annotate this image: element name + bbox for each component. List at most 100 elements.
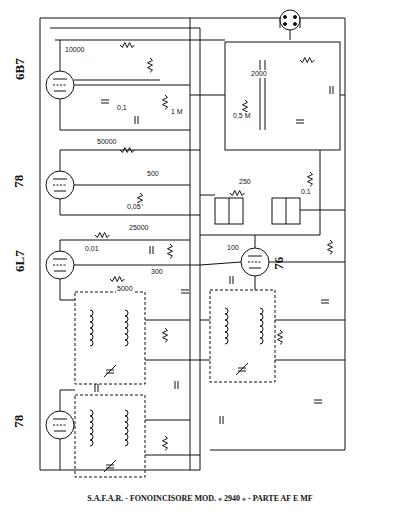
component-symbol bbox=[328, 240, 333, 254]
component-symbol bbox=[120, 148, 134, 153]
component-symbol bbox=[230, 191, 244, 196]
branch-wire bbox=[200, 320, 210, 321]
component-symbol bbox=[150, 246, 151, 254]
component-symbol bbox=[296, 123, 304, 124]
branch-wire bbox=[60, 390, 75, 391]
component-symbol bbox=[314, 400, 322, 401]
component-symbol bbox=[153, 246, 154, 254]
component-symbol bbox=[225, 308, 228, 344]
tube-type: 78 bbox=[12, 174, 26, 189]
component-symbol bbox=[104, 365, 116, 377]
component-symbol bbox=[236, 363, 248, 375]
component-symbol bbox=[110, 277, 124, 282]
branch-wire bbox=[60, 40, 61, 71]
component-symbol bbox=[54, 431, 66, 432]
branch-wire bbox=[74, 185, 190, 186]
component-symbol bbox=[135, 116, 136, 124]
bus-wire bbox=[190, 18, 191, 470]
branch-wire bbox=[60, 18, 345, 470]
branch-wire bbox=[200, 360, 210, 361]
if-transformer-shield bbox=[75, 395, 145, 477]
power-section bbox=[294, 16, 297, 19]
output-transformer bbox=[215, 198, 300, 224]
component-value: 0,1 bbox=[116, 104, 128, 112]
bus-wire bbox=[40, 18, 41, 470]
tube-envelope bbox=[46, 71, 74, 99]
component-value: 0,05 bbox=[126, 203, 142, 211]
bus-wire bbox=[210, 450, 345, 451]
component-symbol bbox=[175, 381, 176, 389]
output-transformer bbox=[229, 198, 230, 224]
component-value: 0,1 bbox=[300, 188, 312, 196]
component-symbol bbox=[230, 276, 231, 284]
component-symbol bbox=[101, 103, 109, 104]
component-symbol bbox=[138, 116, 139, 124]
branch-wire bbox=[74, 85, 190, 86]
branch-wire bbox=[340, 95, 345, 96]
branch-wire bbox=[60, 439, 61, 470]
component-symbol bbox=[53, 179, 67, 180]
component-symbol bbox=[168, 244, 173, 258]
component-symbol bbox=[53, 185, 67, 186]
output-transformer bbox=[215, 198, 243, 224]
component-symbol bbox=[163, 328, 168, 342]
branch-wire bbox=[145, 320, 190, 321]
branch-wire bbox=[300, 210, 345, 211]
branch-wire bbox=[200, 195, 215, 196]
branch-wire bbox=[190, 95, 225, 96]
component-symbol bbox=[248, 256, 262, 257]
branch-wire bbox=[60, 240, 61, 251]
bus-wire bbox=[40, 470, 200, 471]
branch-wire bbox=[60, 279, 61, 300]
power-section bbox=[225, 10, 340, 150]
component-symbol bbox=[233, 276, 234, 284]
output-transformer bbox=[272, 198, 300, 224]
if-transformer-shield bbox=[210, 290, 275, 382]
component-symbol bbox=[220, 416, 221, 424]
component-symbol bbox=[125, 410, 128, 446]
bus-wire bbox=[50, 28, 200, 29]
branch-wire bbox=[145, 360, 200, 361]
component-symbol bbox=[54, 191, 66, 192]
branch-wire bbox=[145, 420, 190, 421]
branch-wire bbox=[255, 235, 256, 248]
component-symbol bbox=[330, 86, 331, 94]
component-value: 5000 bbox=[116, 285, 134, 293]
component-symbol bbox=[333, 86, 334, 94]
component-symbol bbox=[249, 268, 261, 269]
component-symbol bbox=[90, 310, 93, 346]
component-symbol bbox=[125, 310, 128, 346]
component-symbol bbox=[95, 233, 109, 238]
branch-wire bbox=[290, 30, 291, 40]
branch-wire bbox=[60, 130, 190, 131]
component-symbol bbox=[260, 308, 263, 344]
component-symbol bbox=[300, 58, 314, 63]
component-symbol bbox=[181, 290, 189, 291]
component-symbol bbox=[163, 95, 168, 109]
power-section bbox=[294, 23, 297, 26]
component-symbol bbox=[54, 271, 66, 272]
component-value: 2000 bbox=[250, 70, 268, 78]
component-symbol bbox=[223, 416, 224, 424]
component-symbol bbox=[54, 91, 66, 92]
branch-wire bbox=[60, 150, 61, 171]
branch-wire bbox=[275, 320, 345, 321]
component-symbol bbox=[90, 410, 93, 446]
power-section bbox=[284, 23, 287, 26]
component-symbol bbox=[181, 293, 189, 294]
tube-envelope bbox=[241, 248, 269, 276]
if-transformer-shield bbox=[75, 292, 145, 384]
tube-type: 6L7 bbox=[13, 249, 27, 273]
component-symbol bbox=[248, 262, 262, 263]
branch-wire bbox=[320, 150, 321, 235]
component-symbol bbox=[321, 300, 329, 301]
component-symbol bbox=[53, 79, 67, 80]
branch-wire bbox=[200, 235, 320, 236]
branch-wire bbox=[200, 262, 241, 265]
branch-wire bbox=[60, 199, 61, 215]
component-symbol bbox=[53, 85, 67, 86]
component-symbol bbox=[53, 425, 67, 426]
branch-wire bbox=[275, 360, 345, 361]
